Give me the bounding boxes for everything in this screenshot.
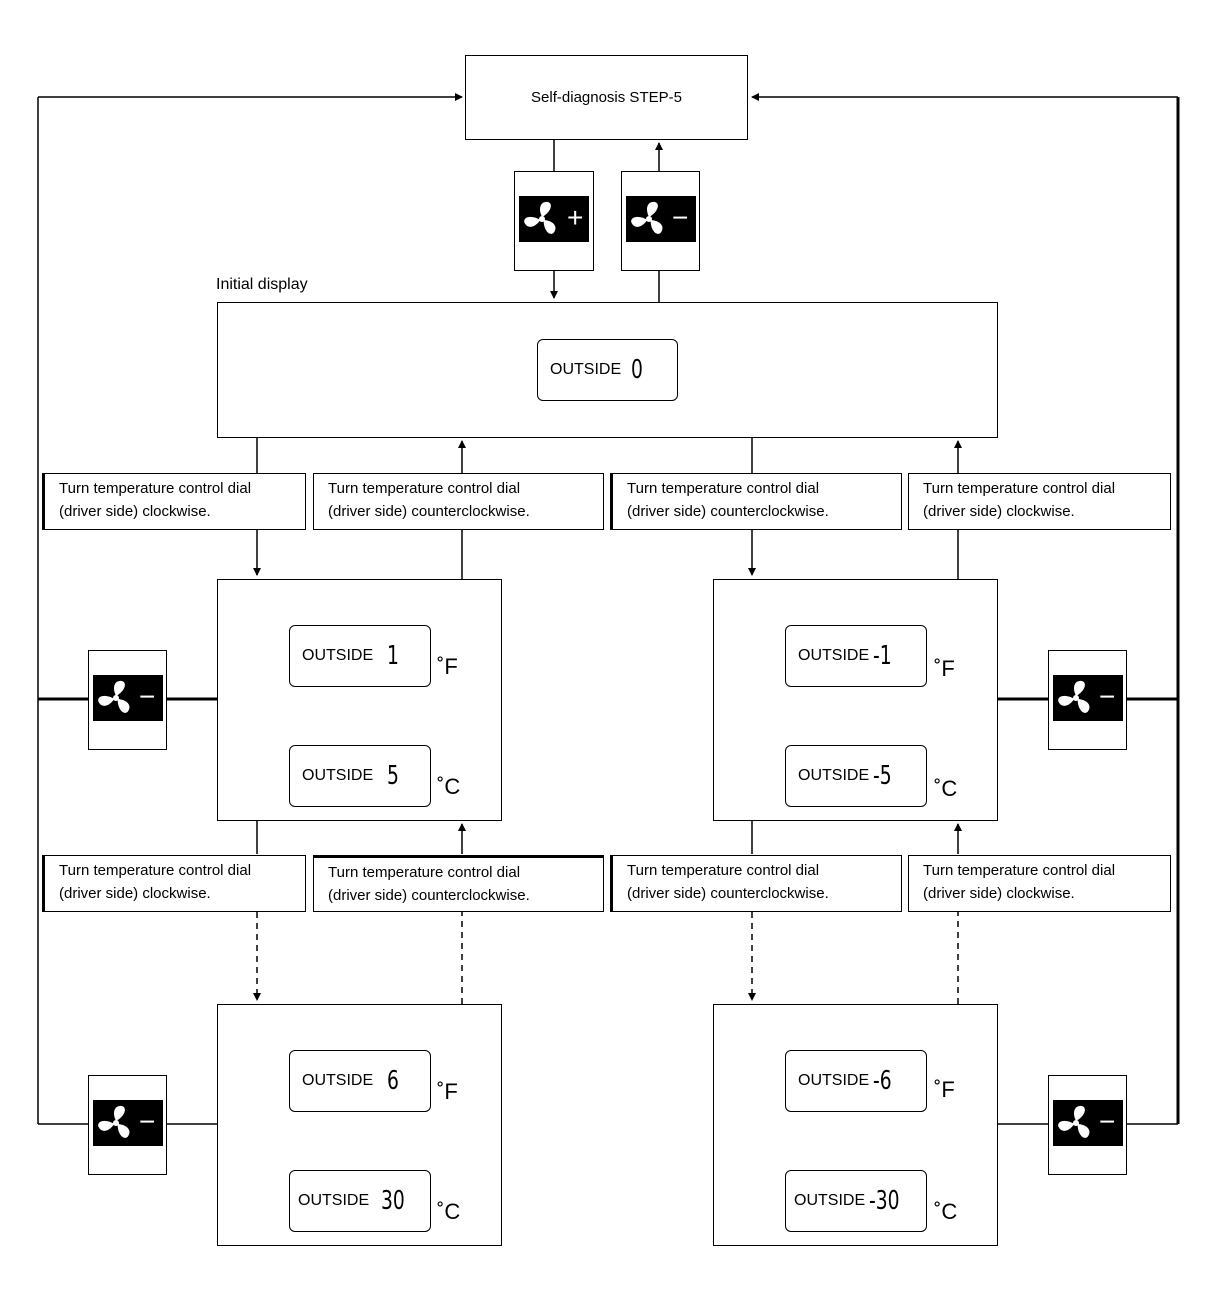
- minus-sign: −: [1099, 681, 1116, 712]
- lcd-value: 6: [387, 1066, 400, 1096]
- lcd-fahrenheit: OUTSIDE 1: [289, 625, 431, 687]
- instruction-cw-left-2: Turn temperature control dial (driver si…: [42, 855, 306, 912]
- instruction-line1: Turn temperature control dial: [923, 862, 1116, 879]
- minus-sign: −: [672, 202, 689, 233]
- fan-plus-button[interactable]: +: [514, 171, 594, 271]
- unit-fahrenheit: ˚F: [437, 1079, 458, 1104]
- unit-fahrenheit: ˚F: [934, 1077, 955, 1102]
- instruction-line1: Turn temperature control dial: [328, 480, 521, 497]
- instruction-line1: Turn temperature control dial: [923, 480, 1116, 497]
- lcd-celsius: OUTSIDE 30: [289, 1170, 431, 1232]
- lcd-celsius: OUTSIDE -5: [785, 745, 927, 807]
- plus-sign: +: [567, 202, 584, 233]
- fan-icon: [524, 201, 556, 234]
- instruction-ccw-left-2: Turn temperature control dial (driver si…: [313, 855, 604, 912]
- instruction-line1: Turn temperature control dial: [627, 480, 820, 497]
- instruction-line1: Turn temperature control dial: [328, 864, 521, 881]
- fan-minus-button-right-lower[interactable]: −: [1048, 1075, 1127, 1175]
- minus-sign: −: [139, 681, 156, 712]
- instruction-ccw-right-1: Turn temperature control dial (driver si…: [610, 473, 902, 530]
- instruction-line1: Turn temperature control dial: [59, 480, 252, 497]
- instruction-ccw-right-2: Turn temperature control dial (driver si…: [610, 855, 902, 912]
- display-box-left-upper: OUTSIDE 1 ˚F OUTSIDE 5 ˚C: [217, 579, 502, 821]
- fan-icon: [1058, 1105, 1090, 1138]
- instruction-line1: Turn temperature control dial: [59, 862, 252, 879]
- minus-sign: −: [139, 1106, 156, 1137]
- unit-celsius: ˚C: [437, 1199, 461, 1224]
- lcd-value: 30: [381, 1186, 405, 1216]
- lcd-value: -6: [873, 1066, 892, 1096]
- lcd-fahrenheit: OUTSIDE -6: [785, 1050, 927, 1112]
- instruction-line2: (driver side) counterclockwise.: [328, 503, 530, 520]
- unit-celsius: ˚C: [934, 1199, 958, 1224]
- step-title: Self-diagnosis STEP-5: [531, 89, 682, 106]
- instruction-cw-right-2: Turn temperature control dial (driver si…: [908, 855, 1171, 912]
- lcd-label: OUTSIDE: [798, 647, 870, 664]
- step-title-box: Self-diagnosis STEP-5: [465, 55, 748, 140]
- initial-display-caption: Initial display: [216, 276, 308, 293]
- lcd-label: OUTSIDE: [798, 767, 870, 784]
- instruction-ccw-left-1: Turn temperature control dial (driver si…: [313, 473, 604, 530]
- lcd-label: OUTSIDE: [550, 361, 622, 378]
- display-box-right-upper: OUTSIDE -1 ˚F OUTSIDE -5 ˚C: [713, 579, 998, 821]
- fan-icon: [631, 201, 663, 234]
- lcd-celsius: OUTSIDE 5: [289, 745, 431, 807]
- fan-icon: [1058, 680, 1090, 713]
- initial-display-box: OUTSIDE 0: [217, 302, 998, 438]
- lcd-label: OUTSIDE: [798, 1072, 870, 1089]
- lcd-value: -5: [873, 761, 892, 791]
- unit-celsius: ˚C: [934, 776, 958, 801]
- fan-minus-button-top[interactable]: −: [621, 171, 700, 271]
- instruction-line2: (driver side) clockwise.: [923, 503, 1075, 520]
- lcd-fahrenheit: OUTSIDE -1: [785, 625, 927, 687]
- lcd-label: OUTSIDE: [794, 1192, 866, 1209]
- lcd-value: -30: [869, 1186, 900, 1216]
- fan-minus-button-right-upper[interactable]: −: [1048, 650, 1127, 750]
- lcd-initial: OUTSIDE 0: [537, 339, 678, 401]
- fan-minus-button-left-lower[interactable]: −: [88, 1075, 167, 1175]
- display-box-left-lower: OUTSIDE 6 ˚F OUTSIDE 30 ˚C: [217, 1004, 502, 1246]
- lcd-value: 5: [387, 761, 400, 791]
- instruction-line2: (driver side) clockwise.: [923, 885, 1075, 902]
- unit-fahrenheit: ˚F: [437, 654, 458, 679]
- lcd-value: -1: [873, 641, 892, 671]
- lcd-celsius: OUTSIDE -30: [785, 1170, 927, 1232]
- instruction-line2: (driver side) counterclockwise.: [328, 887, 530, 904]
- lcd-label: OUTSIDE: [302, 647, 374, 664]
- instruction-cw-right-1: Turn temperature control dial (driver si…: [908, 473, 1171, 530]
- unit-fahrenheit: ˚F: [934, 656, 955, 681]
- lcd-label: OUTSIDE: [302, 767, 374, 784]
- lcd-value: 1: [387, 641, 400, 671]
- fan-icon: [98, 680, 130, 713]
- instruction-line2: (driver side) counterclockwise.: [627, 503, 829, 520]
- lcd-label: OUTSIDE: [302, 1072, 374, 1089]
- unit-celsius: ˚C: [437, 774, 461, 799]
- instruction-line1: Turn temperature control dial: [627, 862, 820, 879]
- instruction-line2: (driver side) clockwise.: [59, 885, 211, 902]
- instruction-cw-left-1: Turn temperature control dial (driver si…: [42, 473, 306, 530]
- fan-icon: [98, 1105, 130, 1138]
- lcd-fahrenheit: OUTSIDE 6: [289, 1050, 431, 1112]
- lcd-label: OUTSIDE: [298, 1192, 370, 1209]
- lcd-value: 0: [631, 355, 644, 385]
- instruction-line2: (driver side) counterclockwise.: [627, 885, 829, 902]
- instruction-line2: (driver side) clockwise.: [59, 503, 211, 520]
- minus-sign: −: [1099, 1106, 1116, 1137]
- fan-minus-button-left-upper[interactable]: −: [88, 650, 167, 750]
- display-box-right-lower: OUTSIDE -6 ˚F OUTSIDE -30 ˚C: [713, 1004, 998, 1246]
